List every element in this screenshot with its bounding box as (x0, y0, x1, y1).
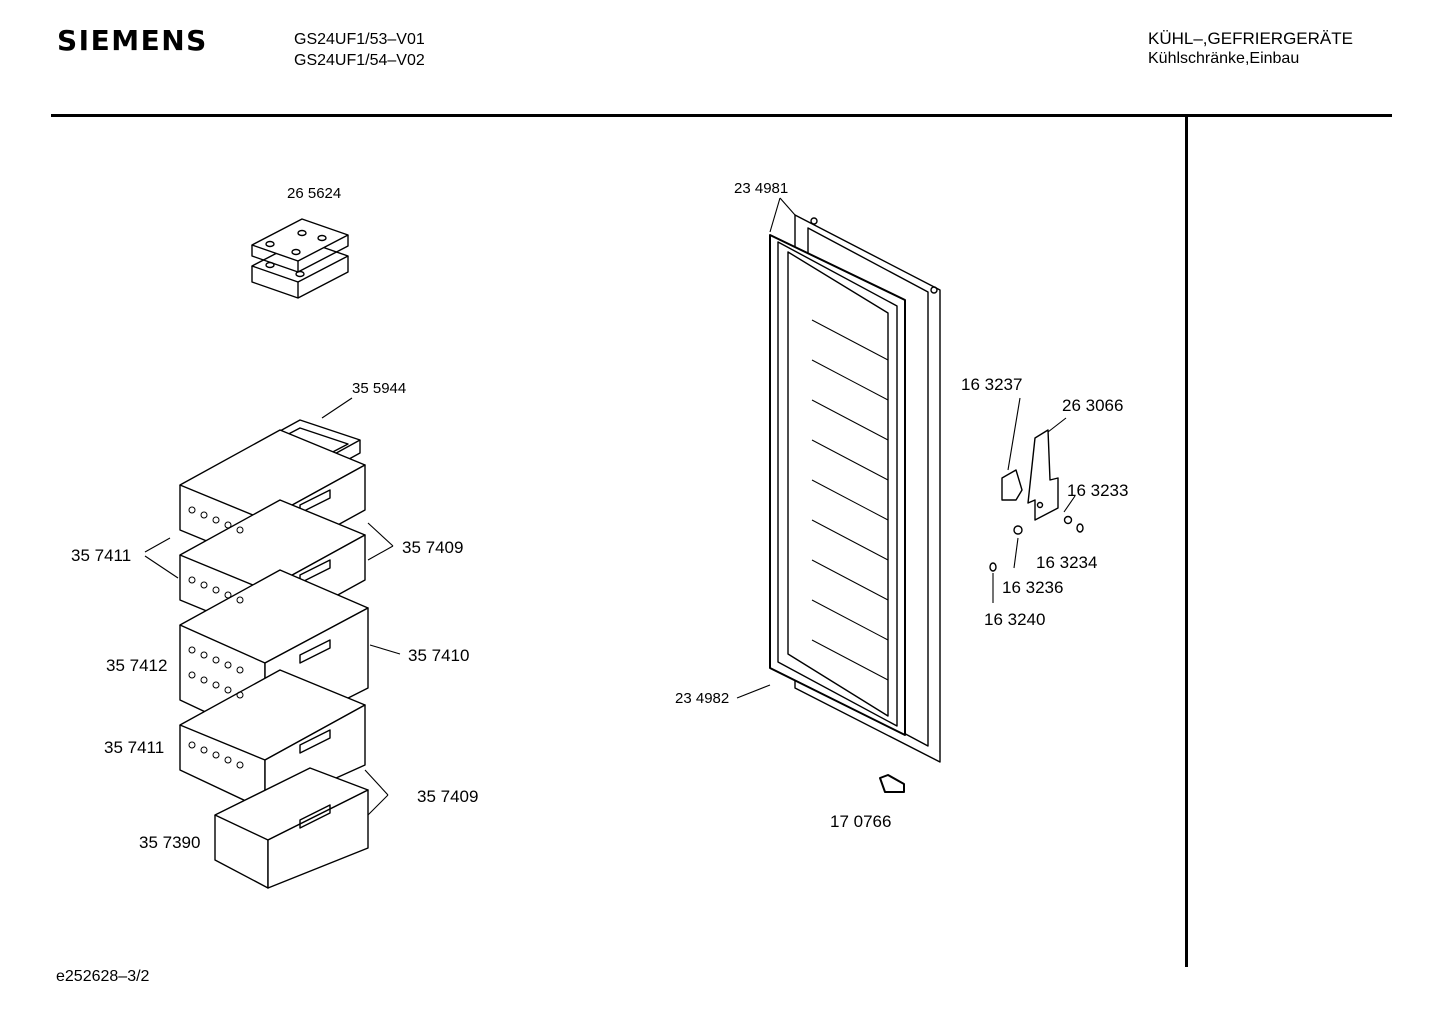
part-label-357409-top: 35 7409 (402, 538, 464, 557)
part-label-163237: 16 3237 (961, 375, 1023, 394)
model-number-1: GS24UF1/53–V01 (294, 31, 425, 48)
part-label-170766: 17 0766 (830, 812, 892, 831)
freezer-door (769, 214, 941, 763)
leader-lines (144, 197, 1076, 816)
category-subtitle: Kühlschränke,Einbau (1148, 50, 1300, 67)
part-label-234981: 23 4981 (734, 180, 789, 197)
part-label-163236: 16 3236 (1002, 578, 1064, 597)
part-label-357411-bottom: 35 7411 (104, 738, 165, 757)
part-label-265624: 26 5624 (287, 185, 342, 202)
part-label-357410: 35 7410 (408, 646, 470, 665)
right-margin-divider (1185, 117, 1188, 967)
handle-clip-part (879, 774, 905, 793)
part-label-355944: 35 5944 (352, 380, 407, 397)
part-label-357412: 35 7412 (106, 656, 168, 675)
brand-logo: SIEMENS (57, 24, 208, 57)
part-label-163233: 16 3233 (1067, 481, 1129, 500)
part-label-357390: 35 7390 (139, 833, 201, 852)
part-label-163240: 16 3240 (984, 610, 1046, 629)
model-number-2: GS24UF1/54–V02 (294, 52, 425, 69)
cold-pack-part (251, 218, 349, 299)
part-label-357411-top: 35 7411 (71, 546, 132, 565)
document-id: e252628–3/2 (56, 968, 150, 985)
category-title: KÜHL–,GEFRIERGERÄTE (1148, 29, 1353, 48)
header-divider (51, 114, 1392, 117)
part-label-357409-bottom: 35 7409 (417, 787, 479, 806)
freezer-basket-stack (179, 419, 369, 889)
hinge-assembly (989, 429, 1084, 572)
part-label-163234: 16 3234 (1036, 553, 1098, 572)
part-label-263066: 26 3066 (1062, 396, 1124, 415)
part-label-234982: 23 4982 (675, 690, 730, 707)
